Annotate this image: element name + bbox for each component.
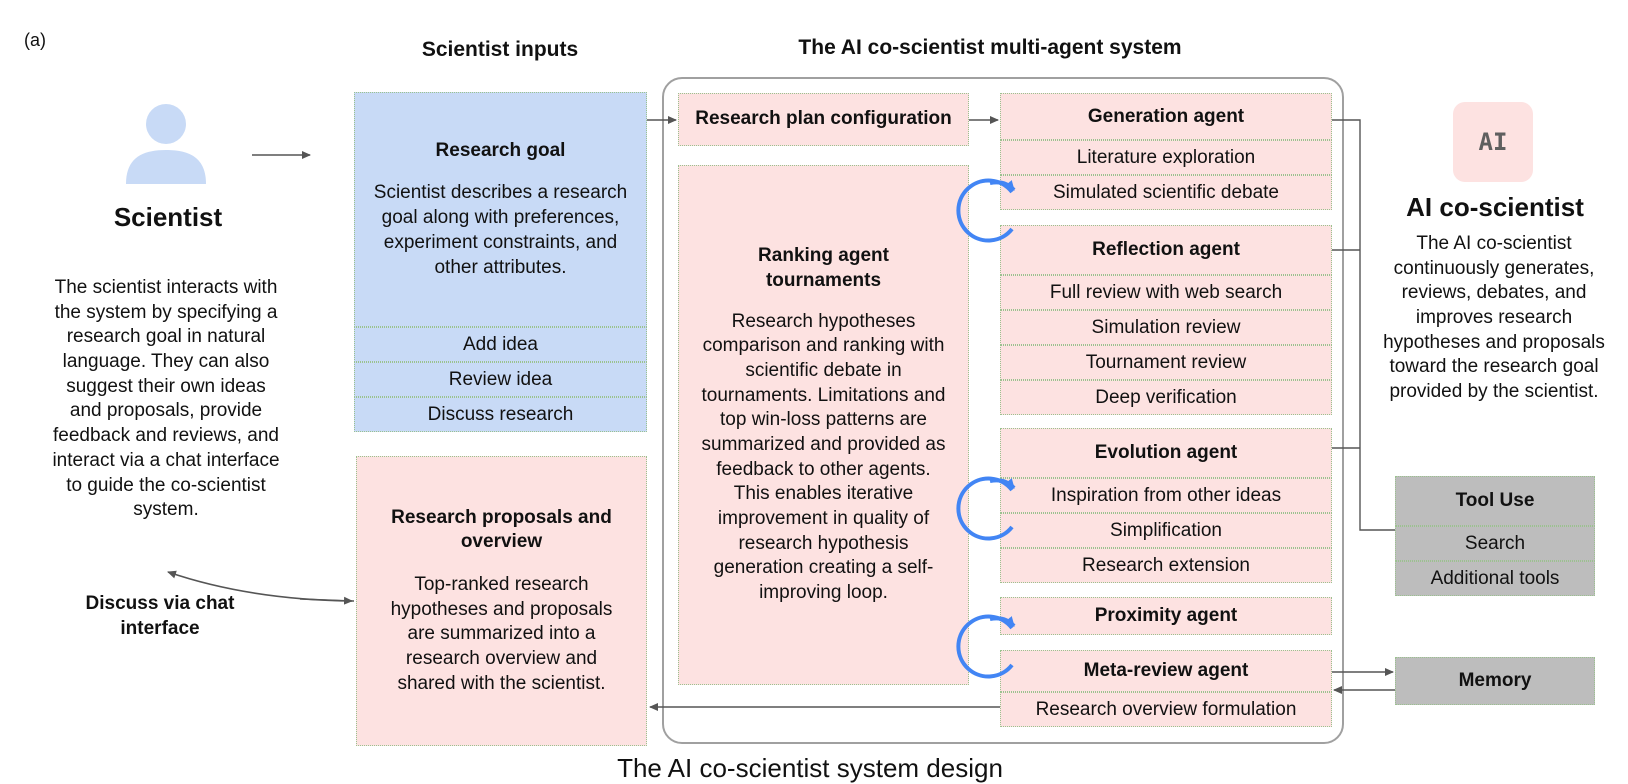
additional-tools-row: Additional tools [1395, 561, 1595, 596]
scientist-description: The scientist interacts with the system … [52, 277, 280, 521]
system-title: The AI co-scientist multi-agent system [798, 36, 1182, 59]
chat-label: Discuss via chat interface [85, 593, 235, 639]
scientist-title: Scientist [113, 202, 223, 232]
research-proposals-box: Research proposals and overview Top-rank… [356, 456, 647, 746]
inputs-title: Scientist inputs [421, 38, 579, 61]
review-idea-row: Review idea [354, 362, 647, 397]
research-plan-config-box: Research plan configuration [678, 93, 969, 146]
figure-caption: The AI co-scientist system design [617, 753, 1003, 783]
research-overview-formulation-row: Research overview formulation [1000, 692, 1332, 727]
search-tool-row: Search [1395, 526, 1595, 561]
loop-icon-evolution [956, 476, 1016, 541]
tournament-review-row: Tournament review [1000, 345, 1332, 380]
loop-icon-generation [956, 178, 1016, 243]
ai-title: AI co-scientist [1406, 192, 1584, 222]
add-idea-row: Add idea [354, 327, 647, 362]
panel-label: (a) [24, 30, 46, 50]
deep-verification-row: Deep verification [1000, 380, 1332, 415]
research-goal-text: Scientist describes a research goal alon… [373, 182, 628, 278]
research-proposals-text: Top-ranked research hypotheses and propo… [390, 573, 613, 694]
ai-icon: AI [1453, 102, 1533, 182]
ai-description: The AI co-scientist continuously generat… [1383, 233, 1605, 403]
chat-to-proposals-arrow [299, 596, 353, 605]
tool-use-title: Tool Use [1395, 476, 1595, 526]
meta-review-agent-title: Meta-review agent [1000, 650, 1332, 692]
proposals-to-chat-arrow [167, 570, 355, 602]
reflection-agent-title: Reflection agent [1000, 225, 1332, 275]
simulation-review-row: Simulation review [1000, 310, 1332, 345]
research-goal-title: Research goal [435, 139, 566, 161]
evolution-agent-title: Evolution agent [1000, 428, 1332, 478]
multi-agent-system-frame [662, 77, 1344, 744]
simulated-debate-row: Simulated scientific debate [1000, 175, 1332, 210]
research-extension-row: Research extension [1000, 548, 1332, 583]
discuss-research-row: Discuss research [354, 397, 647, 432]
full-review-row: Full review with web search [1000, 275, 1332, 310]
ranking-agent-box: Ranking agent tournaments Research hypot… [678, 165, 969, 685]
person-icon [126, 104, 206, 184]
loop-icon-proximity [956, 614, 1016, 679]
ranking-agent-title: Ranking agent tournaments [758, 245, 889, 291]
simplification-row: Simplification [1000, 513, 1332, 548]
research-goal-box: Research goal Scientist describes a rese… [354, 92, 647, 327]
proximity-agent-title: Proximity agent [1000, 597, 1332, 635]
agents-tool-bracket [1332, 119, 1395, 531]
ranking-agent-text: Research hypotheses comparison and ranki… [701, 310, 946, 604]
literature-exploration-row: Literature exploration [1000, 140, 1332, 175]
generation-agent-title: Generation agent [1000, 93, 1332, 140]
research-proposals-title: Research proposals and overview [391, 506, 612, 553]
inspiration-row: Inspiration from other ideas [1000, 478, 1332, 513]
memory-box: Memory [1395, 657, 1595, 705]
